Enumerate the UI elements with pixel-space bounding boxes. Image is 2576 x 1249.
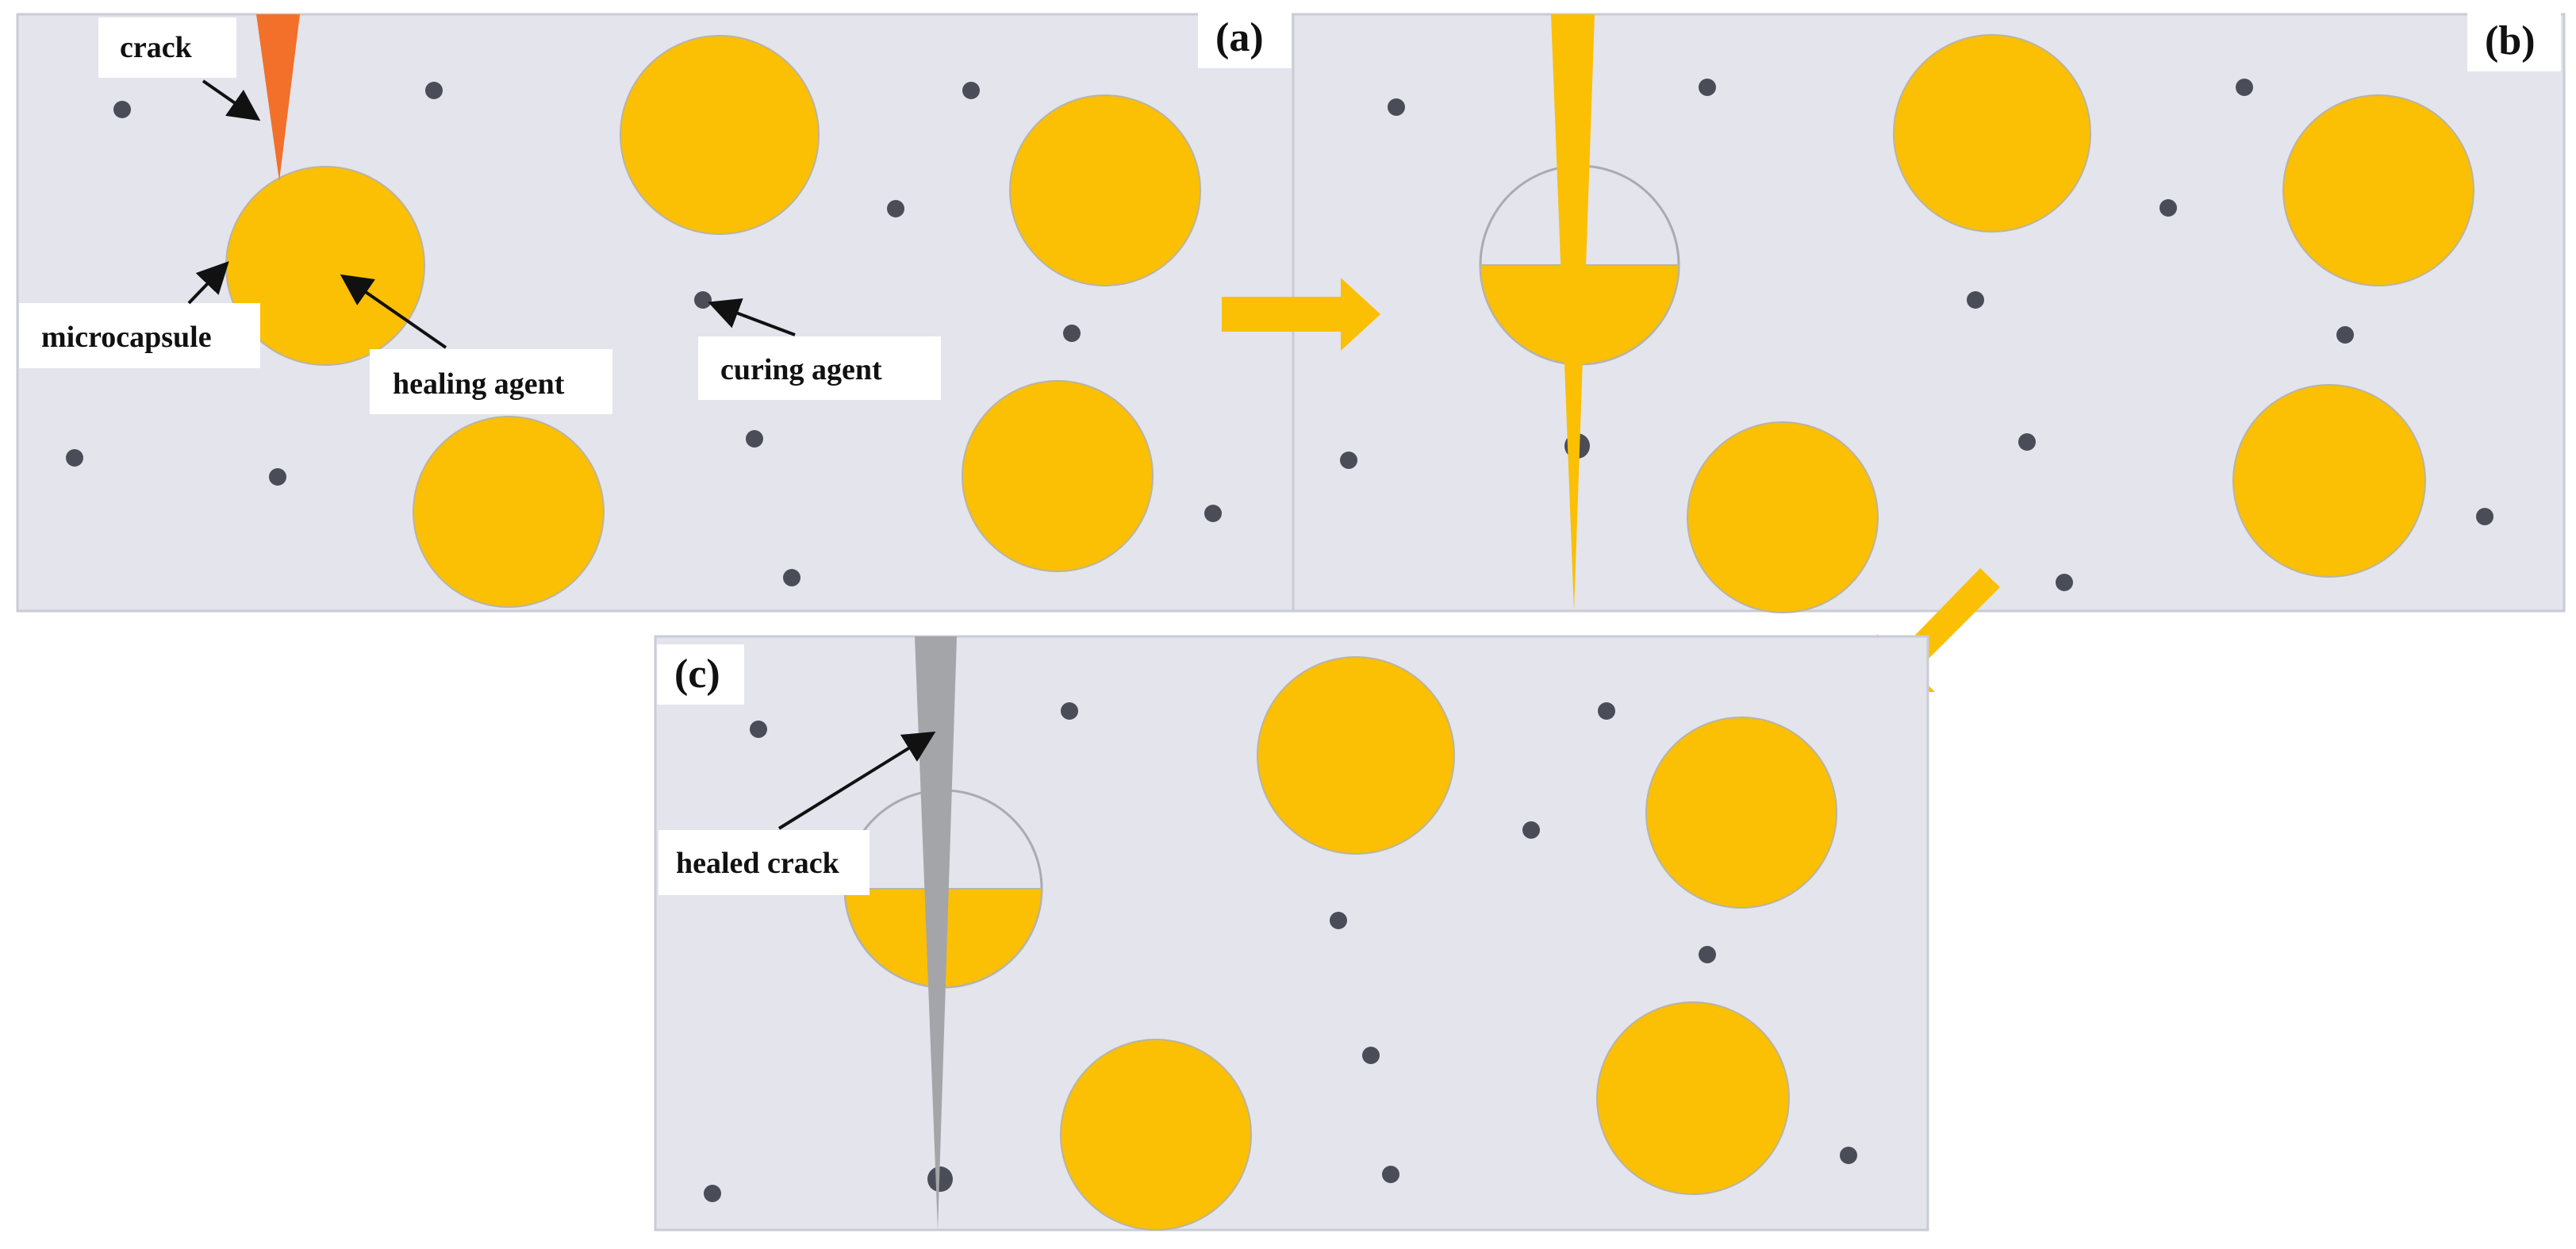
curing-agent-dot <box>2056 574 2073 591</box>
curing-agent-dot <box>1699 79 1716 96</box>
microcapsule <box>1257 656 1455 855</box>
flow-arrow-a-to-b <box>1222 278 1380 351</box>
microcapsule-label: microcapsule <box>41 321 212 354</box>
curing-agent-dot <box>694 291 712 309</box>
healed-crack <box>915 636 957 1230</box>
curing-agent-dot <box>1967 291 1984 309</box>
curing-agent-dot <box>1522 821 1540 839</box>
curing-agent-dot <box>1382 1166 1399 1183</box>
crack-leader-arrow <box>202 79 261 121</box>
microcapsule <box>1687 421 1879 613</box>
curing-agent-dot <box>887 200 904 217</box>
curing-agent-dot <box>2236 79 2253 96</box>
microcapsule <box>1645 717 1837 909</box>
panel-c-tag: (c) <box>674 651 720 697</box>
microcapsule <box>2232 384 2426 578</box>
curing-agent-dot <box>1362 1047 1380 1064</box>
curing-agent-dot <box>746 430 763 448</box>
curing-agent-dot <box>2476 508 2493 525</box>
panel-a-tag: (a) <box>1215 15 1264 60</box>
microcapsule-leader-arrow <box>187 261 229 305</box>
microcapsule <box>1596 1001 1790 1195</box>
crack <box>256 14 300 181</box>
healed-crack-leader-arrow <box>777 731 936 830</box>
curing-agent-dot <box>2159 199 2177 217</box>
crack-label: crack <box>120 31 193 64</box>
curing-agent-dot <box>1699 946 1716 963</box>
curing-agent-dot <box>1840 1147 1857 1164</box>
curing-agent-dot <box>2336 326 2354 344</box>
healed-crack-label: healed crack <box>676 847 840 880</box>
panel-c: healed crack (c) <box>654 635 1929 1232</box>
curing-agent-dot <box>1598 702 1615 720</box>
right-arrow-icon <box>1222 278 1380 351</box>
curing-agent-dot <box>113 101 131 118</box>
propagated-crack <box>1551 14 1595 611</box>
microcapsule <box>413 416 605 608</box>
healed-crack-label-box <box>658 830 870 895</box>
healing-agent-leader-arrow <box>340 274 447 349</box>
microcapsule <box>2282 94 2474 286</box>
panel-a: crack microcapsule healing agent curing … <box>16 8 1295 613</box>
microcapsule <box>620 35 820 235</box>
curing-agent-dot <box>1340 452 1357 469</box>
curing-agent-label-box <box>698 336 941 400</box>
curing-agent-dot <box>2018 433 2036 451</box>
panel-b: (b) <box>1292 11 2566 613</box>
crack-label-box <box>98 17 236 78</box>
curing-agent-dot <box>962 82 980 99</box>
panel-c-tag-box <box>657 644 744 705</box>
panel-b-tag: (b) <box>2485 18 2536 63</box>
curing-agent-dot <box>425 82 443 99</box>
microcapsule <box>1893 34 2091 233</box>
curing-agent-dot <box>1204 505 1222 522</box>
curing-agent-dot <box>1388 98 1405 116</box>
healing-agent-label: healing agent <box>393 367 565 401</box>
curing-agent-dot <box>704 1185 721 1202</box>
microcapsule <box>962 380 1154 572</box>
curing-agent-dot <box>927 1166 953 1192</box>
curing-agent-dot <box>66 449 83 467</box>
curing-agent-leader-arrow <box>708 298 796 336</box>
curing-agent-dot <box>1330 912 1347 929</box>
curing-agent-dot <box>783 569 800 586</box>
curing-agent-label: curing agent <box>720 353 882 386</box>
microcapsule <box>1009 94 1201 286</box>
curing-agent-dot <box>269 468 286 486</box>
panel-b-tag-box <box>2467 11 2561 71</box>
curing-agent-dot <box>1061 702 1078 720</box>
healing-agent-label-box <box>370 349 612 414</box>
curing-agent-dot <box>750 721 767 738</box>
microcapsule-label-box <box>19 303 260 368</box>
panel-a-tag-box <box>1198 8 1292 68</box>
curing-agent-dot <box>1063 325 1081 342</box>
microcapsule <box>1060 1039 1252 1231</box>
